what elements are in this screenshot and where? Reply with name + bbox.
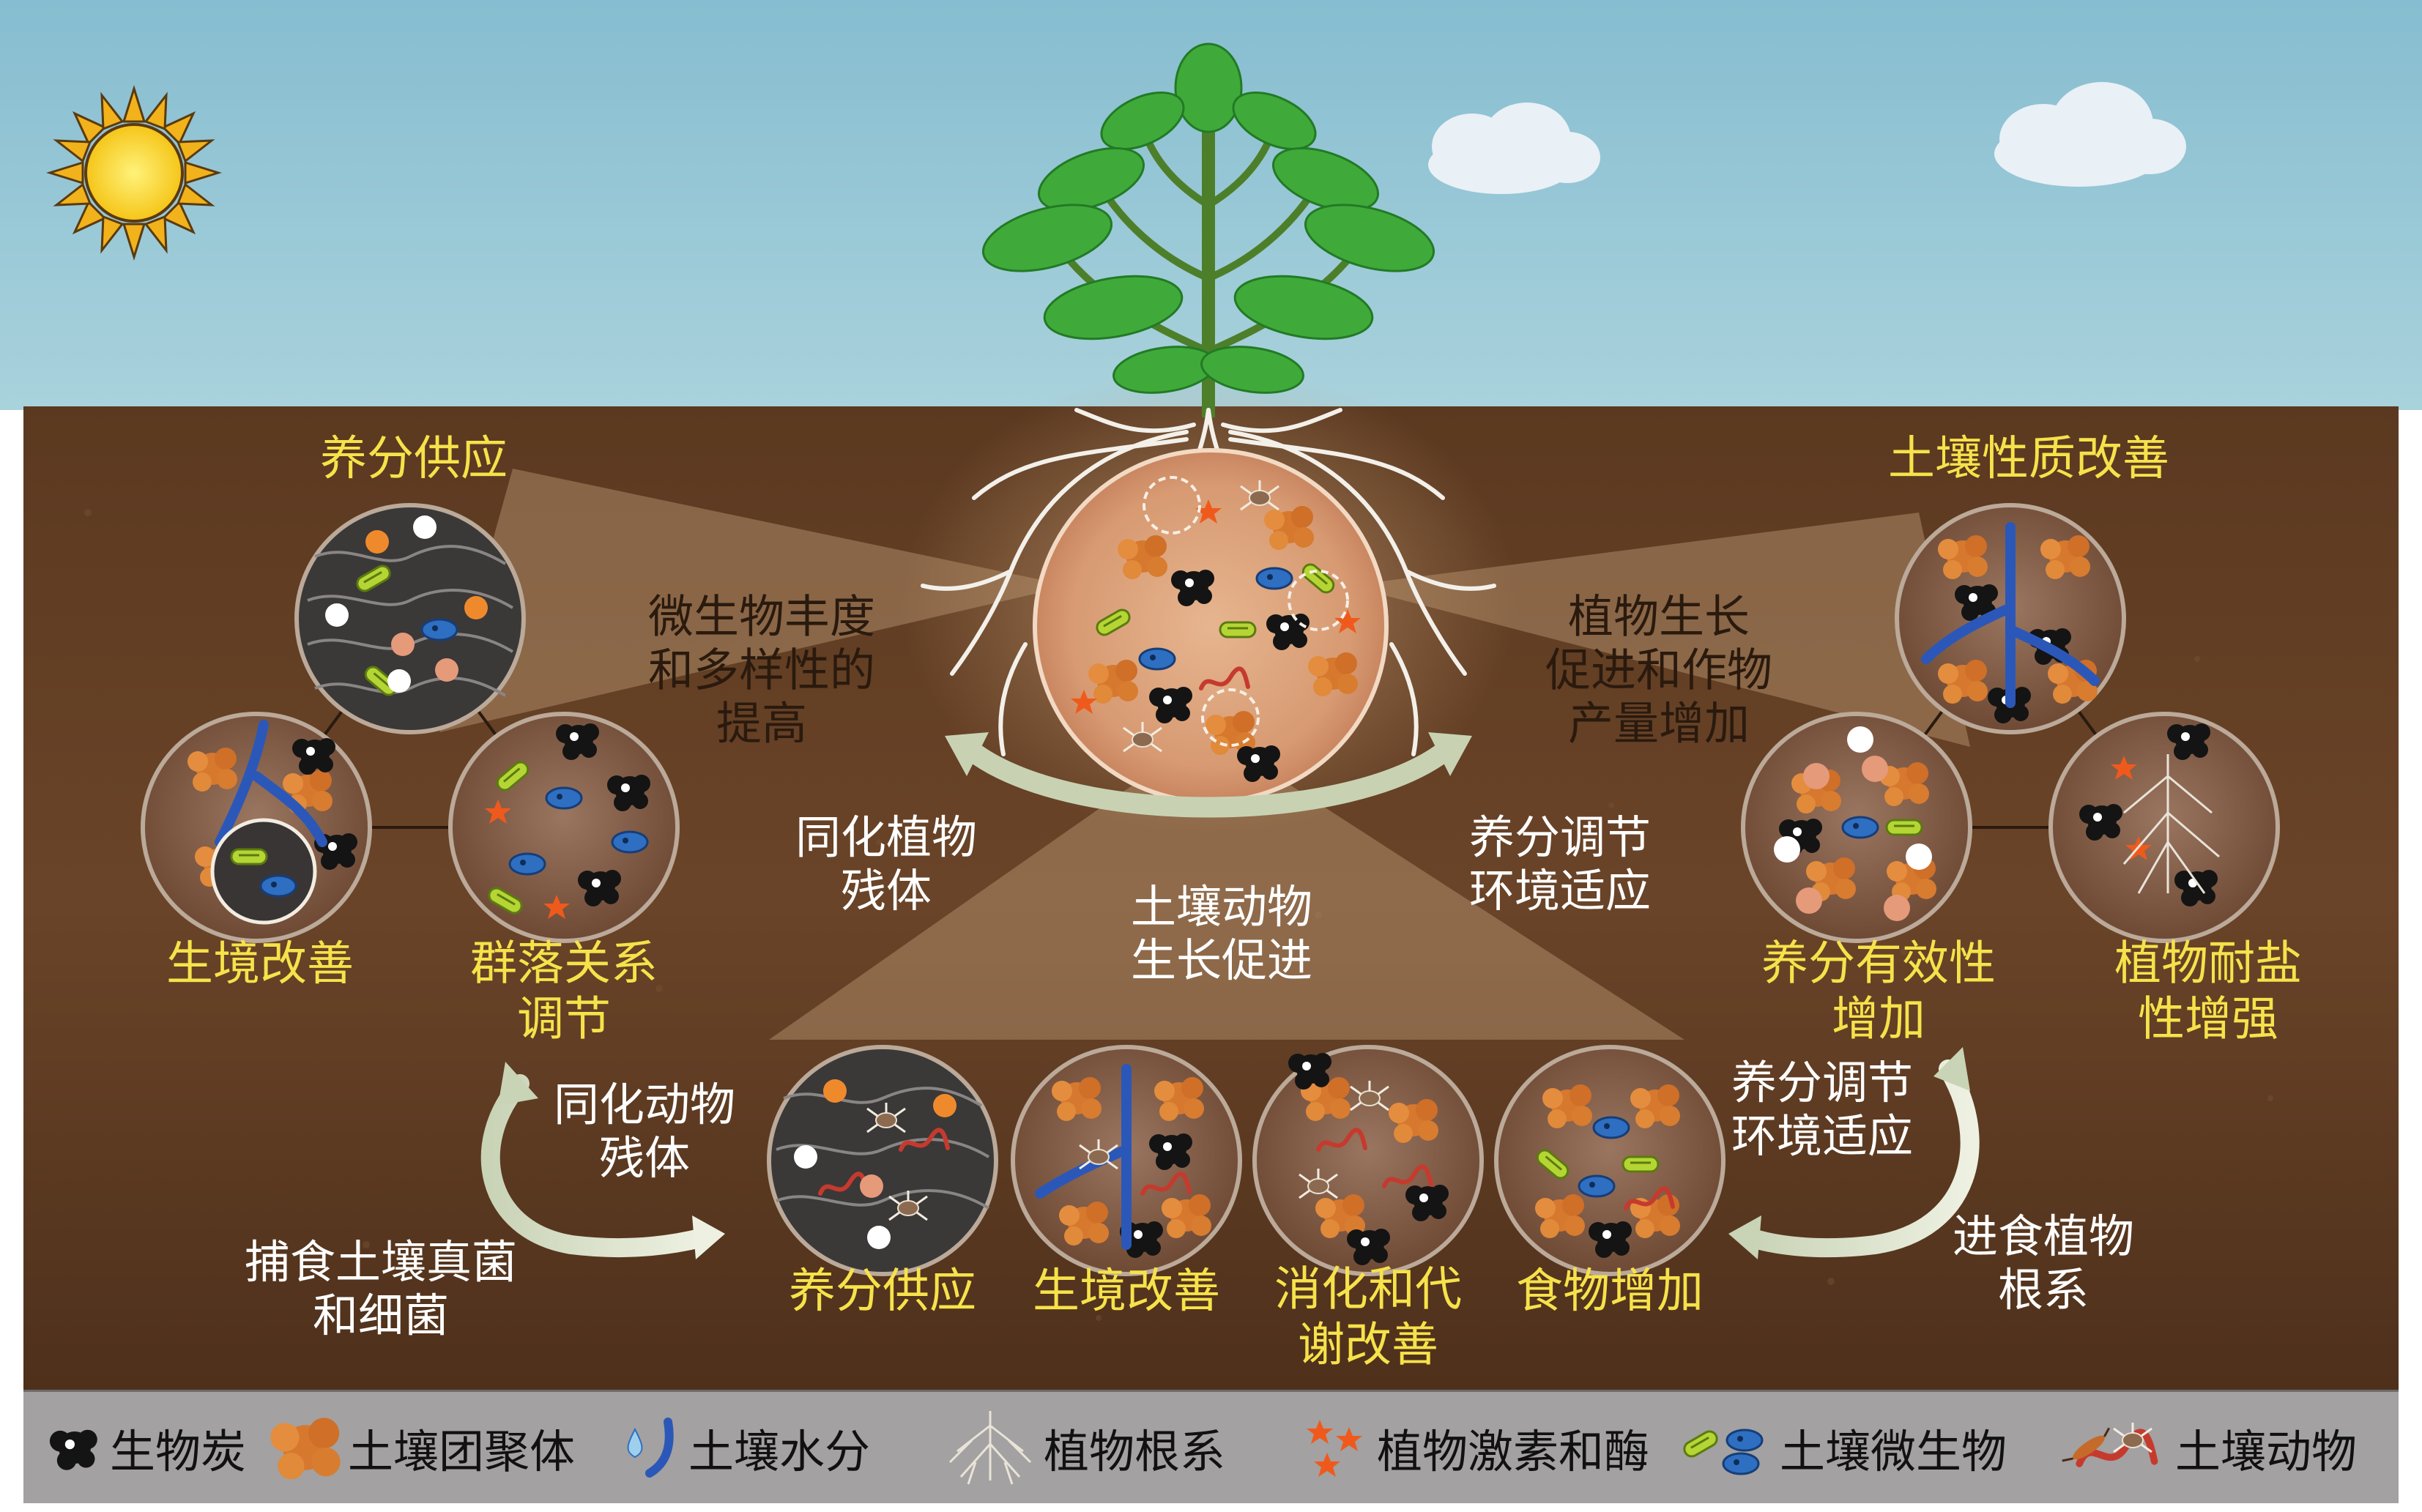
microbe-diversity-label: 微生物丰度 和多样性的 提高: [648, 589, 875, 750]
central-rhizosphere-circle: [1033, 448, 1389, 804]
legend-label-fauna: 土壤动物: [2175, 1425, 2358, 1478]
feed-roots-label: 进食植物 根系: [1953, 1210, 2134, 1317]
legend-bar: 生物炭 土壤团聚体 土壤水分 植物根系 植物激素和酶: [23, 1390, 2399, 1503]
soil-aggregate-icon: [270, 1418, 341, 1480]
fauna-line1: 土壤动物: [1130, 879, 1313, 934]
tl-habitat-circle: [141, 712, 372, 943]
tr-salt-tolerance-circle: [2048, 712, 2280, 943]
soil-microbe-icon: [1680, 1427, 1764, 1475]
fauna-line2: 生长促进: [1130, 934, 1313, 987]
bottom-nutrient-reg-line2: 环境适应: [1731, 1109, 1914, 1163]
legend-item-hormone: 植物激素和酶: [1298, 1392, 1649, 1503]
legend-item-water: 土壤水分: [617, 1392, 870, 1503]
bottom-row-group: [767, 1045, 1726, 1276]
assim-animal-label: 同化动物 残体: [554, 1078, 735, 1185]
tl-nutrient-circle: [294, 503, 526, 734]
assim-plant-line1: 同化植物: [795, 810, 978, 864]
plant: [981, 42, 1435, 417]
prey-line2: 和细菌: [312, 1289, 450, 1342]
tl-nutrient-supply-label: 养分供应: [320, 432, 508, 487]
plant-growth-label: 植物生长 促进和作物 产量增加: [1545, 589, 1772, 750]
cloud-right: [1994, 82, 2186, 187]
tr-nutrient-avail-line1: 养分有效性: [1761, 936, 1996, 991]
bottom-habitat-circle: [1011, 1045, 1242, 1276]
bottom-right-cycle-arrow: [1728, 1047, 1980, 1259]
bottom-nutrient-label: 养分供应: [789, 1265, 976, 1319]
sun-icon: [45, 84, 223, 261]
fauna-growth-label: 土壤动物 生长促进: [1131, 880, 1312, 987]
bottom-food-circle: [1494, 1045, 1726, 1276]
digest-line1: 消化和代: [1274, 1262, 1462, 1317]
legend-label-hormone: 植物激素和酶: [1377, 1425, 1650, 1478]
legend-item-biochar: 生物炭: [45, 1392, 246, 1503]
center-nutrient-reg-line2: 环境适应: [1468, 864, 1652, 917]
soil-fauna-icon: [2062, 1421, 2169, 1484]
tl-community-circle: [448, 712, 680, 943]
bottom-digest-label: 消化和代 谢改善: [1274, 1262, 1462, 1373]
legend-label-microbe: 土壤微生物: [1780, 1425, 2007, 1478]
tl-community-label-line2: 调节: [517, 992, 611, 1046]
soil-texture: [84, 509, 2273, 1321]
tr-nutrient-avail-label: 养分有效性 增加: [1761, 936, 1996, 1047]
top-left-group: [141, 503, 680, 943]
center-nutrient-reg-label: 养分调节 环境适应: [1469, 811, 1651, 917]
center-nutrient-reg-line1: 养分调节: [1468, 810, 1652, 864]
tr-salt-line1: 植物耐盐: [2114, 936, 2302, 991]
tr-soil-property-label: 土壤性质改善: [1888, 432, 2169, 487]
plant-root-icon: [948, 1411, 1032, 1485]
bottom-nutrient-reg-label: 养分调节 环境适应: [1731, 1056, 1913, 1163]
tl-habitat-label: 生境改善: [166, 937, 354, 992]
soil-water-icon: [627, 1418, 674, 1478]
bottom-food-label: 食物增加: [1516, 1265, 1704, 1319]
legend-item-microbe: 土壤微生物: [1671, 1392, 2007, 1503]
tr-nutrient-avail-line2: 增加: [1832, 992, 1925, 1046]
legend-label-biochar: 生物炭: [110, 1425, 247, 1478]
tl-community-label: 群落关系 调节: [470, 936, 658, 1047]
assim-animal-line2: 残体: [598, 1131, 691, 1185]
legend-item-fauna: 土壤动物: [2059, 1392, 2357, 1503]
bottom-left-cycle-arrow: [480, 1062, 725, 1259]
prey-label: 捕食土壤真菌 和细菌: [245, 1235, 517, 1342]
microbe-line3: 提高: [716, 696, 808, 751]
tr-salt-line2: 性增强: [2138, 992, 2278, 1046]
legend-item-root: 植物根系: [943, 1392, 1225, 1503]
legend-item-aggregate: 土壤团聚体: [269, 1392, 575, 1503]
bottom-nutrient-circle: [767, 1045, 998, 1276]
plant-line2: 促进和作物: [1545, 643, 1773, 697]
microbe-line1: 微生物丰度: [647, 589, 876, 644]
plant-line3: 产量增加: [1567, 696, 1750, 751]
assim-plant-label: 同化植物 残体: [795, 811, 977, 917]
bottom-habitat-label: 生境改善: [1033, 1265, 1220, 1319]
biochar-icon: [49, 1429, 97, 1470]
tr-nutrient-avail-circle: [1741, 712, 1972, 943]
feed-line2: 根系: [1997, 1263, 2089, 1317]
microbe-line2: 和多样性的: [647, 643, 876, 697]
top-right-group: [1741, 503, 2280, 943]
legend-label-aggregate: 土壤团聚体: [348, 1425, 576, 1478]
prey-line1: 捕食土壤真菌: [244, 1234, 518, 1289]
assim-animal-line1: 同化动物: [553, 1077, 736, 1131]
tl-community-label-line1: 群落关系: [470, 936, 658, 991]
center-cycle-arrow: [945, 732, 1472, 818]
tr-soil-property-circle: [1895, 503, 2126, 734]
bottom-digestion-circle: [1252, 1045, 1484, 1276]
bottom-nutrient-reg-line1: 养分调节: [1731, 1055, 1914, 1109]
assim-plant-line2: 残体: [840, 864, 932, 917]
hormone-enzyme-icon: [1307, 1420, 1362, 1477]
legend-label-water: 土壤水分: [688, 1425, 871, 1478]
cloud-left: [1428, 103, 1600, 194]
tr-salt-label: 植物耐盐 性增强: [2114, 936, 2302, 1047]
plant-line1: 植物生长: [1567, 589, 1750, 644]
legend-label-root: 植物根系: [1044, 1425, 1226, 1478]
feed-line1: 进食植物: [1952, 1209, 2135, 1263]
digest-line2: 谢改善: [1298, 1318, 1438, 1372]
